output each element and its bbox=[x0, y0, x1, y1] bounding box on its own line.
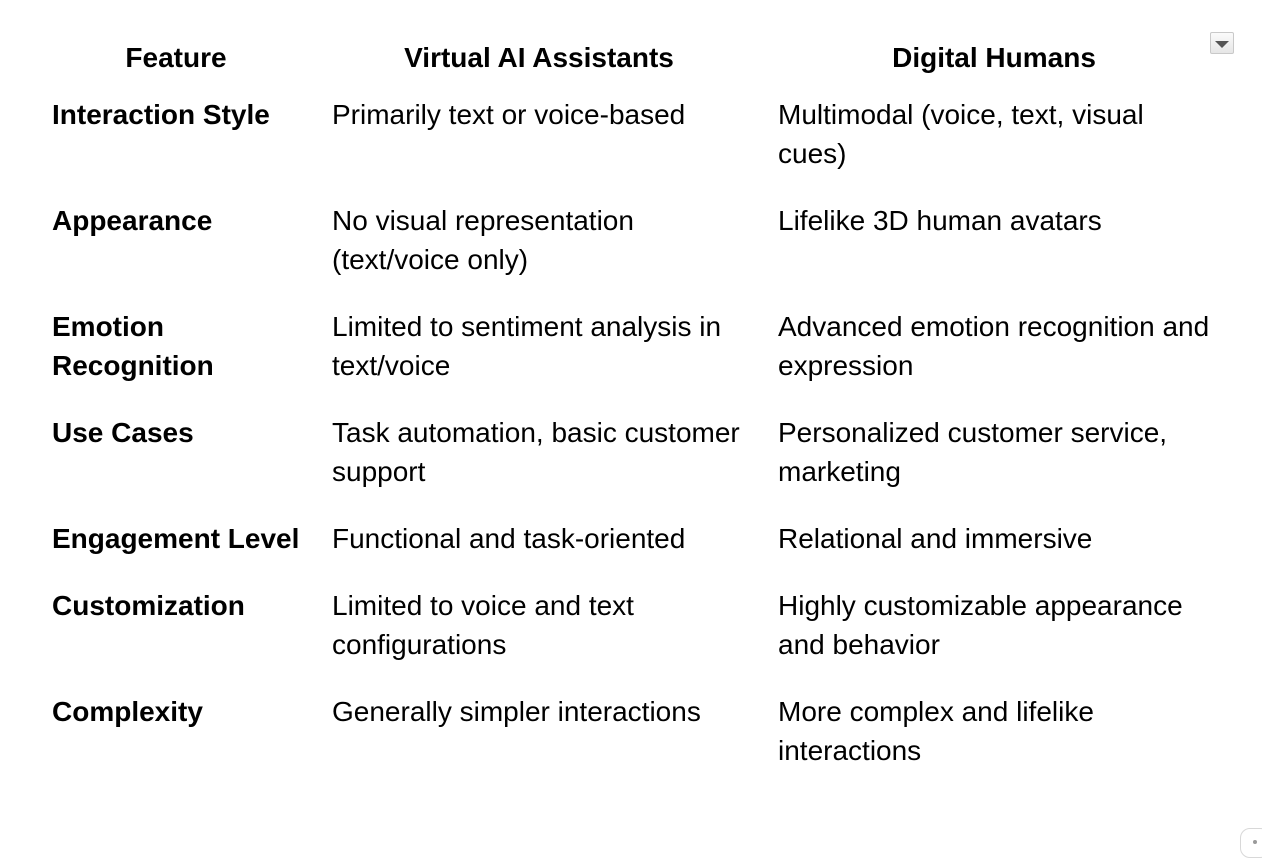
virtual-assistant-cell: Primarily text or voice-based bbox=[332, 99, 686, 130]
virtual-assistant-cell: No visual representation (text/voice onl… bbox=[332, 205, 634, 275]
resize-handle-icon bbox=[1253, 840, 1257, 844]
table-row: Engagement Level Functional and task-ori… bbox=[36, 519, 1226, 586]
feature-cell: Use Cases bbox=[52, 417, 194, 448]
virtual-assistant-cell: Generally simpler interactions bbox=[332, 696, 701, 727]
feature-cell: Appearance bbox=[52, 205, 213, 236]
table-row: Interaction Style Primarily text or voic… bbox=[36, 95, 1226, 201]
feature-cell: Complexity bbox=[52, 696, 203, 727]
feature-cell: Customization bbox=[52, 590, 245, 621]
virtual-assistant-cell: Functional and task-oriented bbox=[332, 523, 686, 554]
feature-cell: Interaction Style bbox=[52, 99, 270, 130]
table-row: Emotion Recognition Limited to sentiment… bbox=[36, 307, 1226, 413]
table-options-dropdown-button[interactable] bbox=[1210, 32, 1234, 54]
header-feature: Feature bbox=[125, 42, 227, 73]
digital-human-cell: More complex and lifelike interactions bbox=[778, 696, 1094, 766]
triangle-down-icon bbox=[1215, 40, 1229, 48]
table-row: Complexity Generally simpler interaction… bbox=[36, 692, 1226, 770]
digital-human-cell: Lifelike 3D human avatars bbox=[778, 205, 1102, 236]
comparison-table: Feature Virtual AI Assistants Digital Hu… bbox=[36, 28, 1226, 770]
virtual-assistant-cell: Task automation, basic customer support bbox=[332, 417, 740, 487]
digital-human-cell: Relational and immersive bbox=[778, 523, 1093, 554]
header-row: Feature Virtual AI Assistants Digital Hu… bbox=[36, 28, 1226, 95]
feature-cell: Emotion Recognition bbox=[52, 311, 214, 381]
comparison-table-container: Feature Virtual AI Assistants Digital Hu… bbox=[36, 28, 1226, 770]
digital-human-cell: Advanced emotion recognition and express… bbox=[778, 311, 1210, 381]
table-row: Customization Limited to voice and text … bbox=[36, 586, 1226, 692]
virtual-assistant-cell: Limited to voice and text configurations bbox=[332, 590, 634, 660]
resize-handle[interactable] bbox=[1240, 828, 1262, 858]
digital-human-cell: Multimodal (voice, text, visual cues) bbox=[778, 99, 1144, 169]
table-row: Appearance No visual representation (tex… bbox=[36, 201, 1226, 307]
header-digital-humans: Digital Humans bbox=[892, 42, 1096, 73]
digital-human-cell: Personalized customer service, marketing bbox=[778, 417, 1168, 487]
header-virtual-ai-assistants: Virtual AI Assistants bbox=[404, 42, 674, 73]
table-row: Use Cases Task automation, basic custome… bbox=[36, 413, 1226, 519]
feature-cell: Engagement Level bbox=[52, 523, 300, 554]
digital-human-cell: Highly customizable appearance and behav… bbox=[778, 590, 1183, 660]
virtual-assistant-cell: Limited to sentiment analysis in text/vo… bbox=[332, 311, 722, 381]
